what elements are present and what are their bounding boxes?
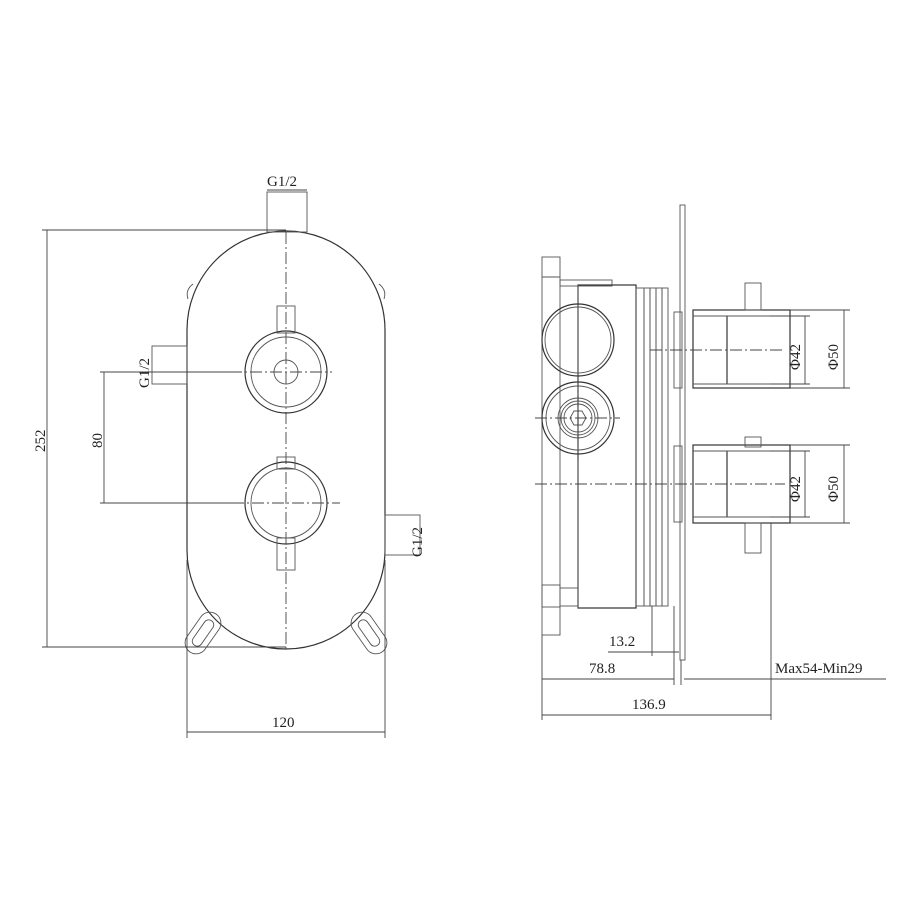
- lower-cartridge: [535, 436, 791, 554]
- upper-handle: [230, 305, 332, 414]
- upper-inner-diameter: Φ42: [788, 344, 804, 370]
- mount-tab-right: [350, 611, 388, 655]
- right-outlet-stub: [384, 514, 421, 556]
- front-view: G1/2 G1/2 G1/2: [33, 174, 426, 738]
- lower-outer-diameter: Φ50: [826, 476, 842, 502]
- body-depth-dimension: 78.8: [589, 661, 615, 677]
- mount-bump-left: [186, 283, 194, 300]
- width-dimension: 120: [272, 715, 295, 731]
- upper-outer-diameter: Φ50: [826, 344, 842, 370]
- thread-dimension: 13.2: [609, 634, 635, 650]
- hex-port: [535, 375, 620, 460]
- wall-plate: [679, 204, 686, 661]
- upper-cartridge: [650, 282, 791, 389]
- lower-handle: [232, 456, 340, 571]
- left-inlet-stub: [151, 345, 188, 385]
- right-outlet-label: G1/2: [410, 527, 426, 557]
- top-inlet-label: G1/2: [267, 174, 297, 190]
- top-inlet-stub: [266, 191, 308, 233]
- valve-body: [577, 284, 637, 609]
- lower-inner-diameter: Φ42: [788, 476, 804, 502]
- total-depth-dimension: 136.9: [632, 697, 666, 713]
- mount-tab-left: [184, 611, 222, 655]
- handle-spacing-dimension: 80: [90, 433, 106, 448]
- adjust-range-dimension: Max54-Min29: [775, 661, 863, 677]
- left-inlet-label: G1/2: [137, 358, 153, 388]
- mount-bump-right: [378, 283, 386, 300]
- height-dimension: 252: [33, 430, 49, 453]
- side-view: Φ42 Φ50 Φ42 Φ50 13.2 78.8 Max54-Min29 13…: [535, 204, 886, 720]
